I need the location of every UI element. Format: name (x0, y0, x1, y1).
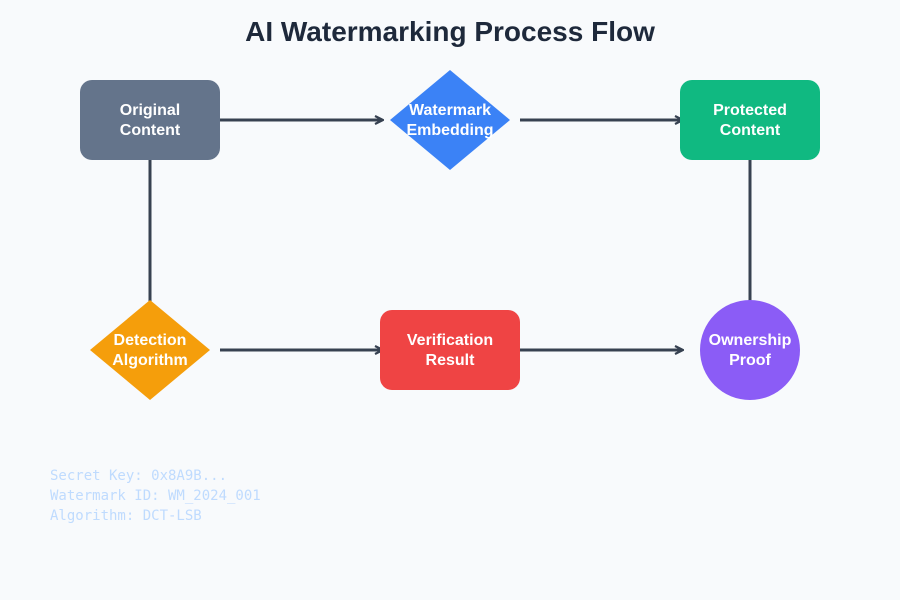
node-protected-content: Protected Content (680, 80, 820, 160)
edges (150, 120, 750, 350)
node-label-line2: Content (720, 122, 781, 139)
node-shape (80, 80, 220, 160)
node-label-line1: Original (120, 102, 180, 119)
node-detection-algorithm: Detection Algorithm (90, 300, 210, 400)
node-label-line1: Verification (407, 332, 493, 349)
node-ownership-proof: Ownership Proof (700, 300, 800, 400)
node-verification-result: Verification Result (380, 310, 520, 390)
node-label-line2: Algorithm (112, 352, 188, 369)
node-label-line2: Result (426, 352, 476, 369)
node-shape (390, 70, 510, 170)
metadata-secret-key: Secret Key: 0x8A9B... (50, 468, 227, 484)
node-original-content: Original Content (80, 80, 220, 160)
node-shape (700, 300, 800, 400)
node-shape (90, 300, 210, 400)
metadata-annotation: Secret Key: 0x8A9B... Watermark ID: WM_2… (50, 468, 261, 524)
node-label-line2: Proof (729, 352, 771, 369)
diagram-title: AI Watermarking Process Flow (245, 16, 655, 47)
node-watermark-embedding: Watermark Embedding (390, 70, 510, 170)
node-shape (380, 310, 520, 390)
node-label-line2: Content (120, 122, 181, 139)
node-label-line1: Protected (713, 102, 787, 119)
node-shape (680, 80, 820, 160)
metadata-algorithm: Algorithm: DCT-LSB (50, 508, 202, 524)
node-label-line1: Watermark (409, 102, 491, 119)
metadata-watermark-id: Watermark ID: WM_2024_001 (50, 488, 261, 504)
node-label-line2: Embedding (406, 122, 493, 139)
node-label-line1: Detection (114, 332, 187, 349)
node-label-line1: Ownership (709, 332, 792, 349)
